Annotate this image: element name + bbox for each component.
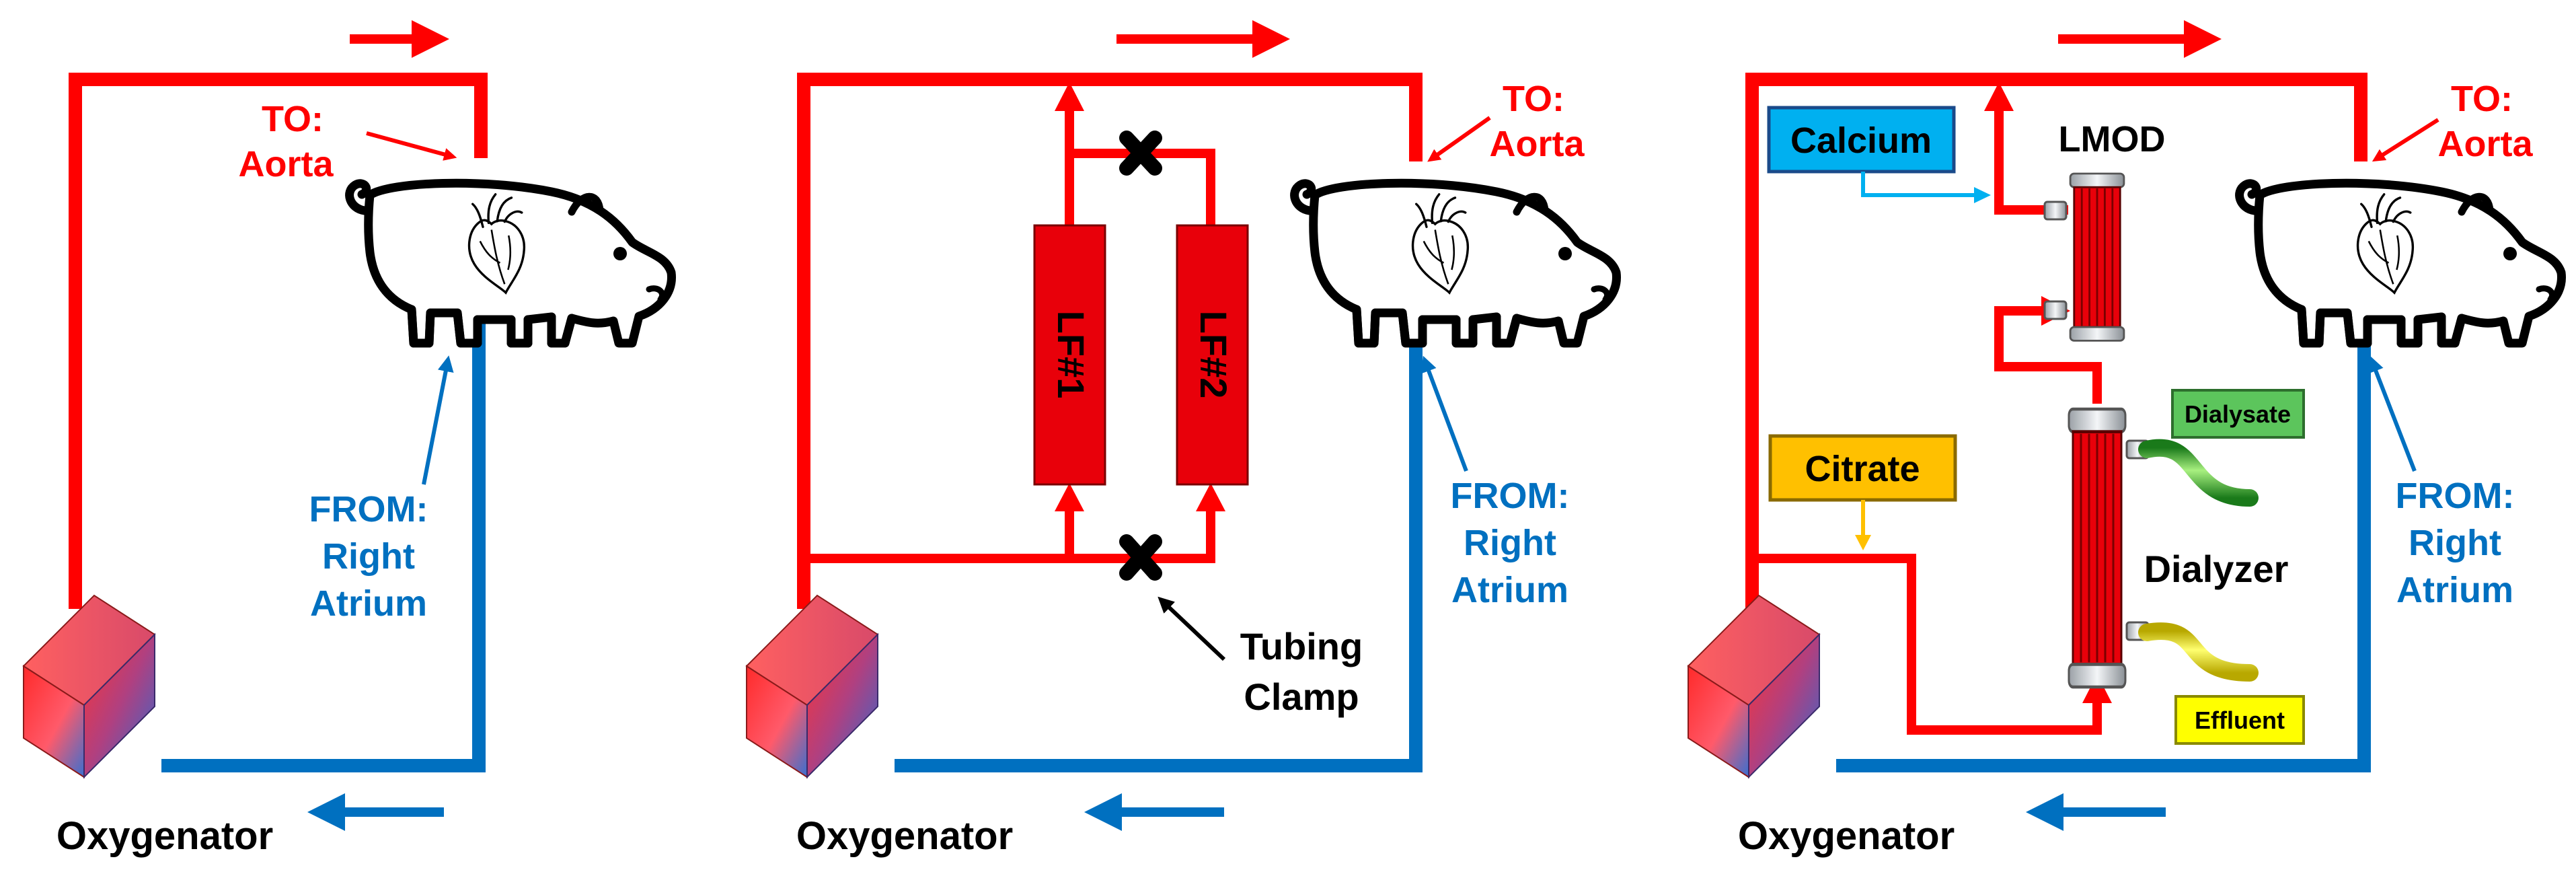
- panel-1: TO: Aorta FROM: Right Atrium Oxygenator: [23, 20, 671, 858]
- effluent-tube: [2138, 622, 2259, 682]
- filter-lf2-label: LF#2: [1192, 311, 1235, 399]
- from-label-line2: Right: [2409, 523, 2501, 563]
- from-pointer-arrow: [422, 355, 454, 485]
- filter-cartridge-icon: [2069, 172, 2125, 342]
- oxygenator-label: Oxygenator: [56, 814, 273, 858]
- clamp-x-icon: [1119, 534, 1162, 581]
- dialyzer-inlet-line: [1752, 554, 2102, 735]
- from-label-line2: Right: [1464, 523, 1556, 563]
- to-pointer-arrow: [366, 131, 457, 161]
- effluent-box: [2174, 695, 2305, 745]
- effluent-label: Effluent: [2195, 706, 2285, 734]
- from-label-line1: FROM:: [309, 489, 428, 530]
- filter-lf1-label: LF#1: [1050, 311, 1092, 399]
- filter-inlet-line: [804, 498, 1215, 563]
- filter-lf1: [1033, 224, 1106, 486]
- to-label-line1: TO:: [1503, 79, 1564, 119]
- from-label-line1: FROM:: [2396, 476, 2515, 516]
- oxygenator-cube-icon: [1688, 595, 1820, 778]
- from-pointer-arrow: [2368, 355, 2417, 472]
- arterial-line: [797, 73, 1423, 609]
- to-pointer-arrow: [2372, 118, 2439, 162]
- dialyzer-to-lmod-line: [1994, 306, 2102, 404]
- dialysate-tube: [2138, 439, 2259, 507]
- clamp-label-line2: Clamp: [1244, 676, 1359, 718]
- arterial-line: [69, 73, 488, 609]
- filter-lf2: [1176, 224, 1249, 486]
- lmod-label: LMOD: [2059, 119, 2166, 159]
- venous-line: [895, 323, 1423, 772]
- citrate-label: Citrate: [1805, 449, 1920, 489]
- to-pointer-arrow: [1427, 116, 1491, 162]
- venous-line: [161, 323, 486, 772]
- from-label-line3: Atrium: [2396, 570, 2513, 610]
- from-label-line2: Right: [322, 536, 415, 577]
- dialysate-label: Dialysate: [2185, 400, 2291, 428]
- calcium-line: [1861, 172, 1981, 197]
- to-label-line1: TO:: [2451, 79, 2513, 119]
- clamp-x-icon: [1119, 131, 1162, 176]
- to-label-line2: Aorta: [238, 144, 334, 184]
- venous-line: [1836, 323, 2371, 772]
- citrate-box: [1768, 434, 1957, 502]
- calcium-box: [1767, 106, 1956, 174]
- filter-cartridge-icon: [2069, 409, 2125, 687]
- arterial-line: [1745, 73, 2367, 609]
- from-label-line1: FROM:: [1451, 476, 1570, 516]
- oxygenator-cube-icon: [23, 595, 155, 778]
- dialysate-box: [2171, 389, 2305, 439]
- to-label-line2: Aorta: [2437, 124, 2533, 164]
- to-label-line2: Aorta: [1489, 124, 1585, 164]
- from-label-line3: Atrium: [1451, 570, 1568, 610]
- panel-3: LMOD Dialyzer Dialysate Effluent Calcium…: [1688, 20, 2561, 858]
- dialyzer-label: Dialyzer: [2144, 548, 2289, 590]
- calcium-label: Calcium: [1790, 120, 1932, 161]
- panel-2: LF#1 LF#2 Tubing Clamp TO: Aorta FROM:: [746, 20, 1616, 858]
- clamp-pointer-arrow: [1158, 596, 1226, 661]
- to-label-line1: TO:: [262, 99, 324, 139]
- from-label-line3: Atrium: [310, 583, 427, 624]
- from-pointer-arrow: [1420, 355, 1468, 472]
- oxygenator-label: Oxygenator: [796, 814, 1013, 858]
- oxygenator-cube-icon: [746, 595, 878, 778]
- clamp-label-line1: Tubing: [1240, 625, 1363, 667]
- oxygenator-label: Oxygenator: [1738, 814, 1955, 858]
